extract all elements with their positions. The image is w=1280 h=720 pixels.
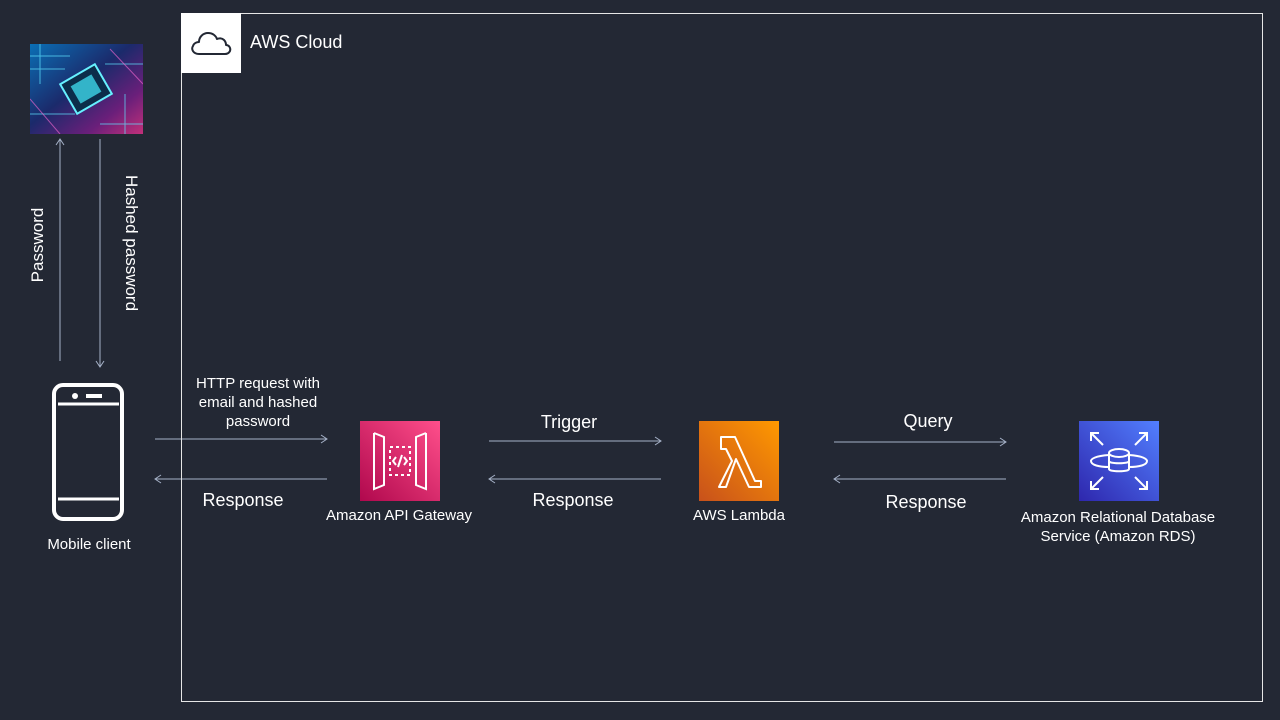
- rds-response-arrowhead: [833, 474, 841, 484]
- rds-label: Amazon Relational Database Service (Amaz…: [1021, 508, 1215, 546]
- request-arrowhead: [320, 434, 328, 444]
- aws-cloud-title: AWS Cloud: [250, 32, 343, 52]
- password-label: Password: [28, 207, 47, 283]
- rds-label-line2: Service (Amazon RDS): [1040, 528, 1196, 545]
- gateway-response-label: Response: [202, 490, 284, 510]
- rds-icon: [1079, 421, 1159, 501]
- query-label: Query: [903, 411, 953, 431]
- lambda-icon: [699, 421, 779, 501]
- api-gateway-icon: [360, 421, 440, 501]
- password-arrowhead: [55, 138, 65, 146]
- lambda-label: AWS Lambda: [693, 507, 785, 524]
- microchip-image: [30, 44, 143, 134]
- lambda-response-label: Response: [532, 490, 614, 510]
- lambda-response-arrowhead: [488, 474, 496, 484]
- http-request-label: HTTP request with email and hashed passw…: [196, 374, 320, 431]
- rds-response-label: Response: [885, 492, 967, 512]
- hashed-password-label: Hashed password: [122, 174, 141, 312]
- query-arrowhead: [999, 437, 1007, 447]
- mobile-client-label: Mobile client: [47, 536, 131, 553]
- rds-label-line1: Amazon Relational Database: [1020, 509, 1216, 526]
- http-request-line2: email and hashed: [198, 394, 318, 411]
- cloud-icon: [181, 13, 241, 73]
- gateway-response-arrowhead: [154, 474, 162, 484]
- hashed-password-arrowhead: [95, 360, 105, 368]
- http-request-line3: password: [225, 413, 291, 430]
- mobile-phone-icon: [52, 383, 125, 521]
- http-request-line1: HTTP request with: [196, 375, 320, 392]
- trigger-arrowhead: [654, 436, 662, 446]
- api-gateway-label: Amazon API Gateway: [326, 507, 472, 524]
- trigger-label: Trigger: [540, 412, 598, 432]
- aws-cloud-group: [181, 13, 1263, 702]
